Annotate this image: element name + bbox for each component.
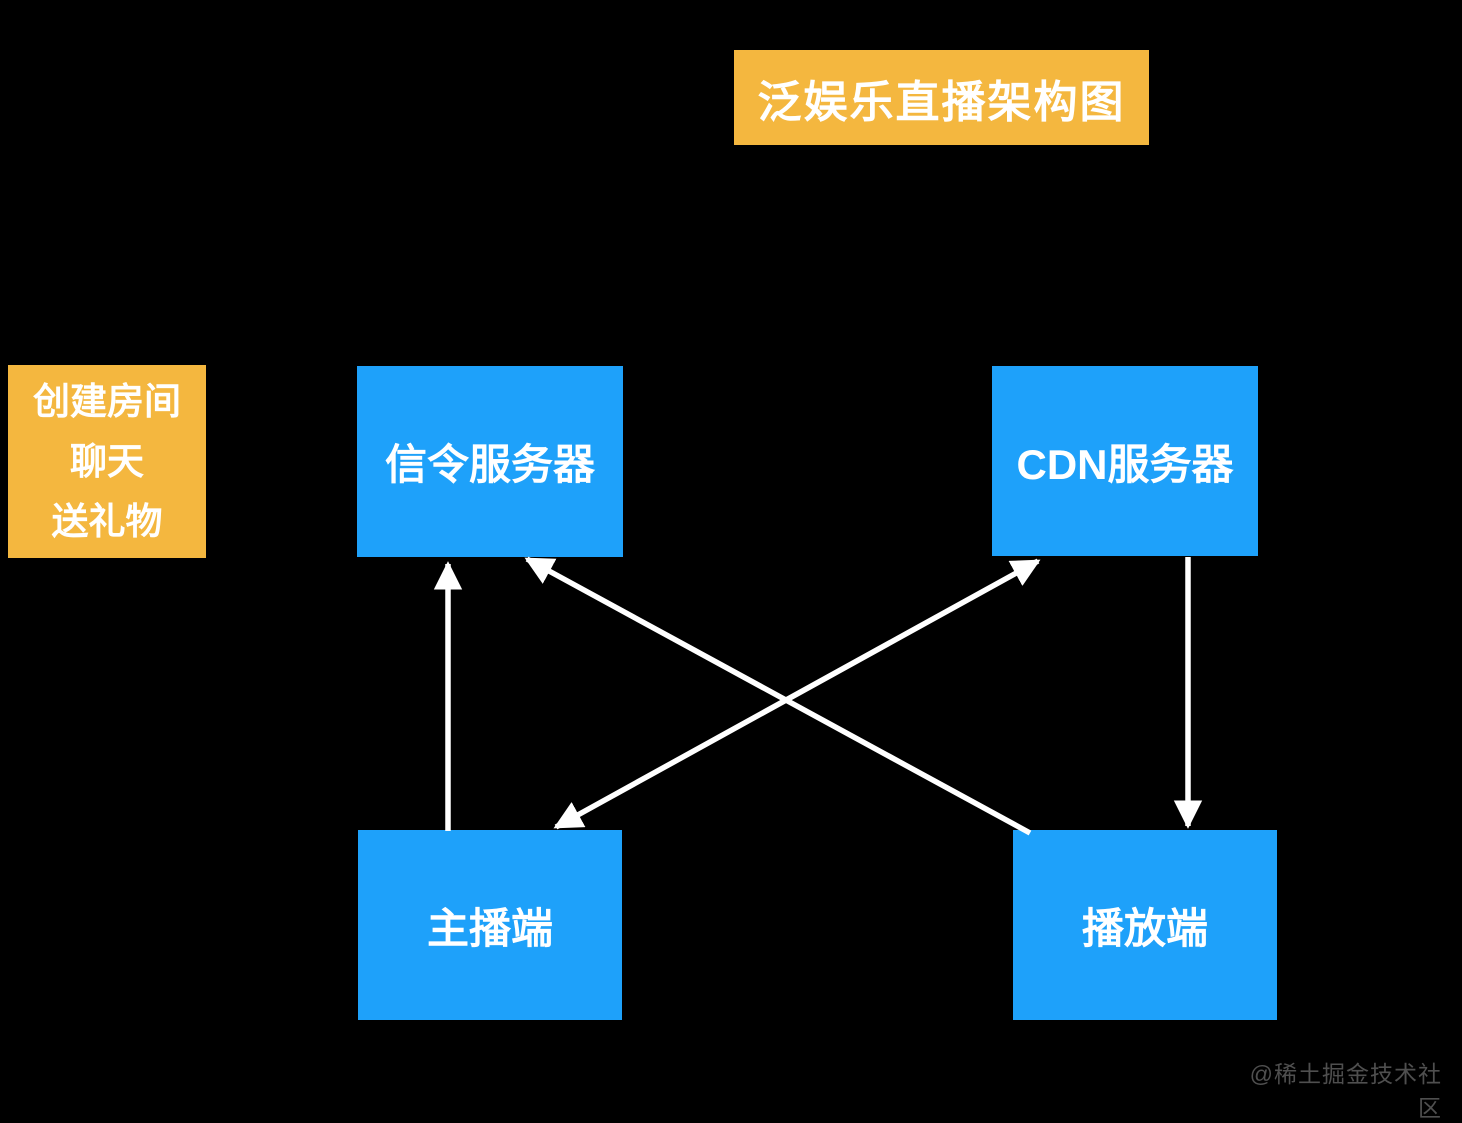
signaling-features-note: 创建房间 聊天 送礼物 [8, 365, 206, 558]
node-signaling-server: 信令服务器 [357, 366, 623, 557]
juejin-watermark: @稀土掘金技术社区 [1249, 1061, 1442, 1121]
note-line-send-gift: 送礼物 [51, 500, 163, 542]
diagram-title: 泛娱乐直播架构图 [734, 50, 1149, 145]
node-cdn-server-label: CDN服务器 [1016, 440, 1234, 488]
node-broadcaster: 主播端 [358, 830, 622, 1020]
node-player: 播放端 [1013, 830, 1277, 1020]
arrow-broadcaster-cdn-bidirectional [553, 558, 1041, 830]
arrow-player-to-signaling [524, 556, 1032, 836]
node-broadcaster-label: 主播端 [426, 904, 553, 952]
note-line-chat: 聊天 [70, 440, 144, 482]
node-cdn-server: CDN服务器 [992, 366, 1258, 556]
diagram-title-label: 泛娱乐直播架构图 [757, 77, 1126, 127]
note-line-create-room: 创建房间 [33, 380, 181, 422]
node-signaling-server-label: 信令服务器 [384, 441, 595, 488]
node-player-label: 播放端 [1081, 904, 1208, 952]
